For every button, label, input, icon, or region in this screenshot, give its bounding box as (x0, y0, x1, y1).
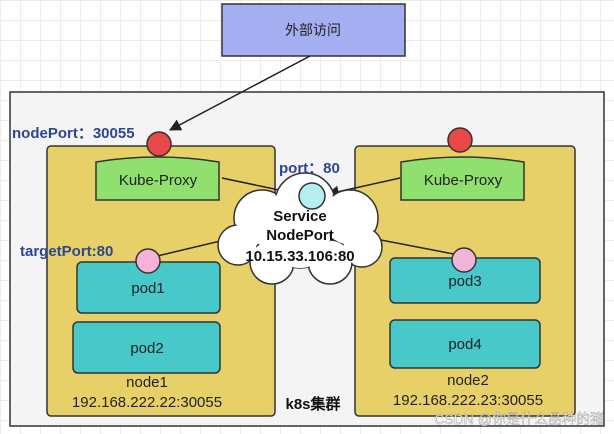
watermark: CSDN @你是什么品种的猪 (434, 411, 604, 427)
node1-name: node1 (126, 374, 168, 391)
service-port-circle (298, 182, 326, 210)
node1-kube-proxy (95, 156, 220, 201)
pod2-label: pod2 (130, 340, 163, 357)
pod4-box (389, 319, 541, 369)
service-title: Service (273, 208, 326, 225)
pod3-targetport-circle (451, 247, 477, 273)
nodeport-label: nodePort：30055 (12, 125, 135, 142)
k8s-cluster-label: k8s集群 (285, 395, 340, 413)
node2-name: node2 (447, 372, 489, 389)
node2-nodeport-circle (447, 127, 473, 153)
node2-kube-proxy-label: Kube-Proxy (424, 172, 503, 189)
node2-address: 192.168.222.23:30055 (393, 392, 543, 409)
targetport-label: targetPort:80 (20, 243, 113, 260)
service-type: NodePort (266, 227, 334, 244)
arrow-external-to-nodeport (168, 55, 311, 131)
node1-address: 192.168.222.22:30055 (72, 394, 222, 411)
pod2-box (72, 321, 221, 374)
service-cluster-ip: 10.15.33.106:80 (245, 248, 354, 265)
pod4-label: pod4 (448, 336, 481, 353)
pod1-targetport-circle (135, 248, 161, 274)
service-cloud-fill (219, 174, 381, 283)
node1-kube-proxy-label: Kube-Proxy (119, 172, 198, 189)
pod3-label: pod3 (448, 273, 481, 290)
external-access-label: 外部访问 (285, 22, 341, 38)
service-port-label: port：80 (279, 160, 340, 177)
pod1-label: pod1 (131, 280, 164, 297)
node2-kube-proxy (400, 156, 525, 201)
node1-nodeport-circle (146, 131, 172, 157)
external-access-box (221, 3, 406, 57)
